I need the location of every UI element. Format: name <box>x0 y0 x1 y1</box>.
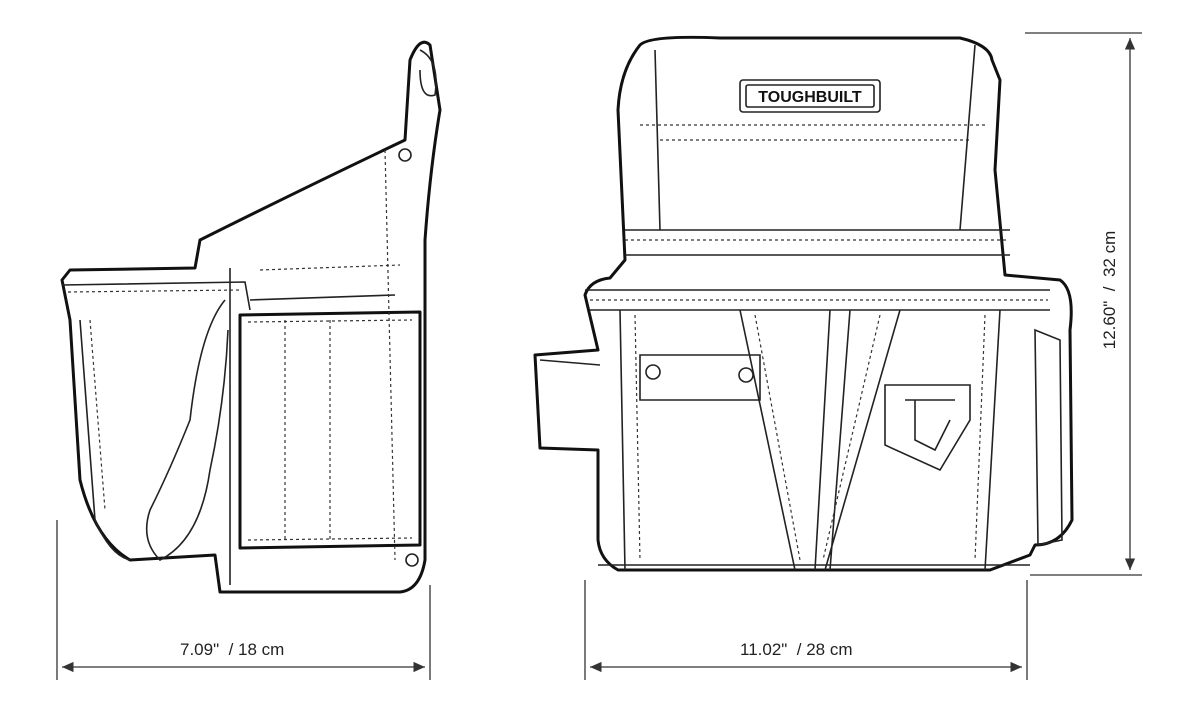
front-view-pouch: TOUGHBUILT <box>533 35 1074 572</box>
brand-label: TOUGHBUILT <box>758 89 862 106</box>
brand-badge <box>739 79 881 113</box>
side-view-pouch <box>60 40 442 594</box>
height-label: 12.60" / 32 cm <box>1100 230 1119 350</box>
side-width-label: 7.09" / 18 cm <box>180 640 285 659</box>
front-width-label: 11.02" / 28 cm <box>740 640 853 659</box>
dimension-lines <box>56 32 1142 680</box>
